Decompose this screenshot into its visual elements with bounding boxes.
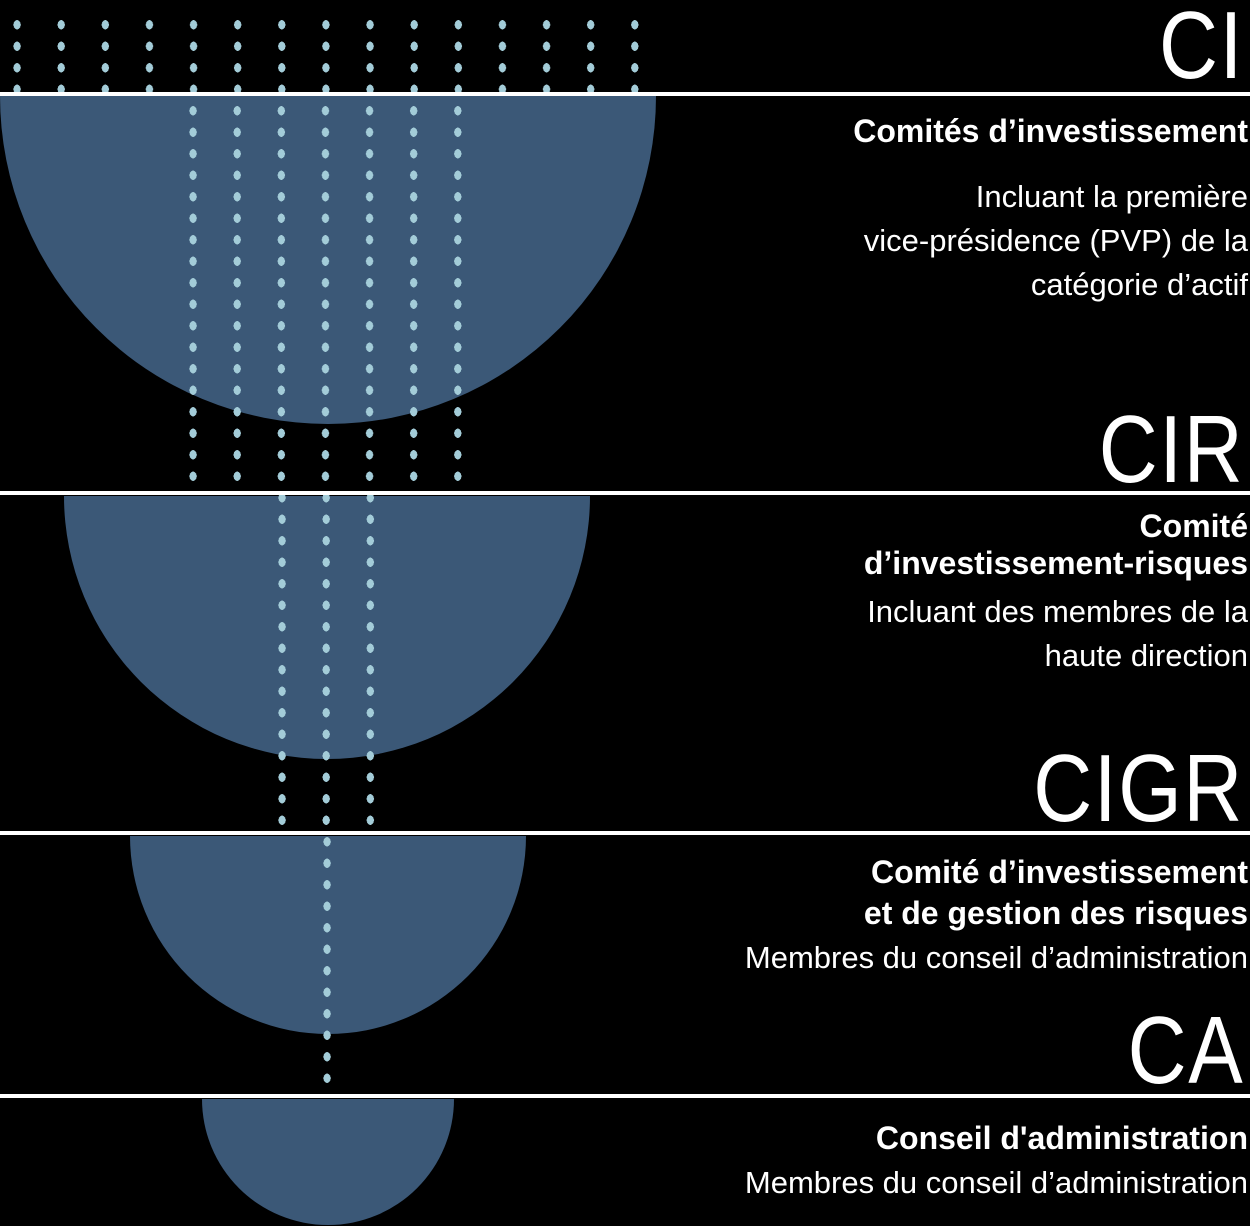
description-line: catégorie d’actif [1030, 267, 1248, 302]
semicircle-ca [202, 1099, 454, 1225]
divider-line-cir [0, 491, 1250, 495]
title-line: Comité d’investissement [871, 854, 1248, 890]
level-title-ci: Comités d’investissement [853, 112, 1248, 150]
level-acronym-cir: CIR [1098, 396, 1244, 503]
level-description-ca: Membres du conseil d’administration [745, 1161, 1248, 1205]
level-acronym-cigr: CIGR [1033, 735, 1244, 842]
dotted-grid-level-cir [171, 100, 480, 495]
level-description-cir: Incluant des membres de la haute directi… [864, 590, 1248, 678]
level-acronym-ca: CA [1127, 997, 1244, 1104]
divider-line-ci [0, 92, 1250, 96]
description-line: Incluant la première [975, 179, 1248, 214]
divider-line-ca [0, 1094, 1250, 1098]
level-description-ci: Incluant la première vice-présidence (PV… [853, 175, 1248, 307]
level-text-ci: Comités d’investissement Incluant la pre… [853, 112, 1250, 307]
divider-line-cigr [0, 831, 1250, 835]
level-text-cir: Comité d’investissement-risques Incluant… [864, 508, 1250, 678]
level-acronym-ci: CI [1159, 0, 1244, 99]
description-line: Membres du conseil d’administration [744, 940, 1248, 975]
level-description-cigr: Membres du conseil d’administration [745, 936, 1248, 980]
dotted-grid-level-ca [305, 831, 350, 1096]
title-line: Comité [1139, 508, 1248, 544]
title-line: Conseil d'administration [875, 1120, 1248, 1156]
description-line: Membres du conseil d’administration [744, 1165, 1248, 1200]
level-text-ca: Conseil d'administration Membres du cons… [745, 1119, 1250, 1205]
level-title-ca: Conseil d'administration [745, 1119, 1248, 1157]
description-line: Incluant des membres de la [867, 594, 1248, 629]
level-title-cir: Comité d’investissement-risques [864, 508, 1248, 582]
title-line: d’investissement-risques [863, 545, 1248, 581]
level-title-cigr: Comité d’investissement et de gestion de… [745, 852, 1248, 934]
dotted-grid-level-ci [0, 14, 657, 94]
title-line: et de gestion des risques [863, 895, 1248, 931]
level-text-cigr: Comité d’investissement et de gestion de… [745, 852, 1250, 980]
description-line: vice-présidence (PVP) de la [863, 223, 1248, 258]
description-line: haute direction [1044, 638, 1248, 673]
dotted-grid-level-cigr [260, 487, 393, 833]
title-line: Comités d’investissement [853, 113, 1248, 149]
